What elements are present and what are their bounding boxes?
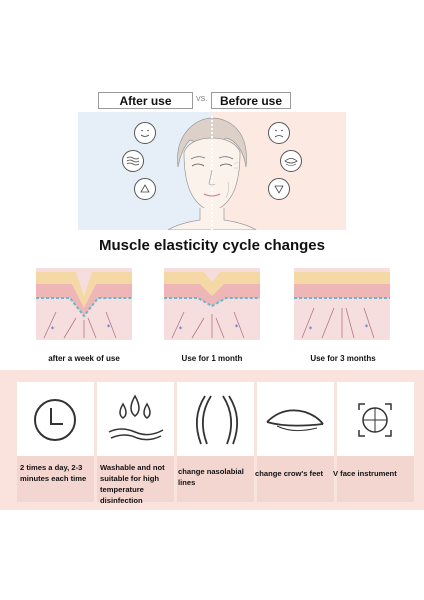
svg-text:✶: ✶ — [178, 325, 183, 332]
stage-label-3-months: Use for 3 months — [310, 354, 376, 363]
feature-text-3: change nasolabial lines — [178, 467, 244, 487]
smile-face-icon — [134, 122, 156, 144]
feature-card-2-footer — [97, 456, 174, 502]
smooth-lines-icon — [122, 150, 144, 172]
feature-card-2 — [97, 382, 174, 456]
face-illustration — [167, 116, 257, 230]
triangle-up-icon — [134, 178, 156, 200]
sad-face-icon — [268, 122, 290, 144]
feature-text-5: V face instrument — [333, 469, 397, 478]
eye-wrinkle-icon — [266, 409, 324, 432]
after-use-label: After use — [98, 92, 193, 109]
feature-card-5 — [337, 382, 414, 456]
feature-card-5-footer — [337, 456, 414, 502]
before-use-label: Before use — [211, 92, 291, 109]
stage-label-week: after a week of use — [48, 354, 120, 363]
skin-diagram-week: ✶✶ — [36, 268, 132, 340]
feature-card-1-footer — [17, 456, 94, 502]
face-comparison-panel — [78, 112, 346, 230]
skin-diagram-3-months: ✶✶ — [294, 268, 390, 340]
feature-text-4: change crow's feet — [255, 469, 324, 478]
feature-card-4-footer — [257, 456, 334, 502]
feature-text-1: 2 times a day, 2-3 minutes each time — [20, 463, 87, 483]
svg-text:✶: ✶ — [234, 323, 239, 330]
wrinkled-eye-icon — [280, 150, 302, 172]
v-face-icon — [358, 403, 392, 437]
svg-text:✶: ✶ — [364, 323, 369, 330]
nasolabial-lines-icon — [195, 395, 239, 445]
section-heading: Muscle elasticity cycle changes — [99, 237, 325, 254]
feature-card-1 — [17, 382, 94, 456]
svg-text:✶: ✶ — [50, 325, 55, 332]
feature-card-4 — [257, 382, 334, 456]
triangle-down-icon — [268, 178, 290, 200]
feature-card-3 — [177, 382, 254, 456]
svg-text:✶: ✶ — [308, 325, 313, 332]
feature-text-2: Washable and not suitable for high tempe… — [100, 463, 165, 505]
water-drops-icon — [108, 394, 164, 441]
svg-text:✶: ✶ — [106, 323, 111, 330]
clock-icon — [34, 399, 76, 441]
stage-label-1-month: Use for 1 month — [181, 354, 243, 363]
vs-label: VS. — [196, 96, 208, 103]
skin-diagram-1-month: ✶✶ — [164, 268, 260, 340]
feature-card-3-footer — [177, 456, 254, 502]
